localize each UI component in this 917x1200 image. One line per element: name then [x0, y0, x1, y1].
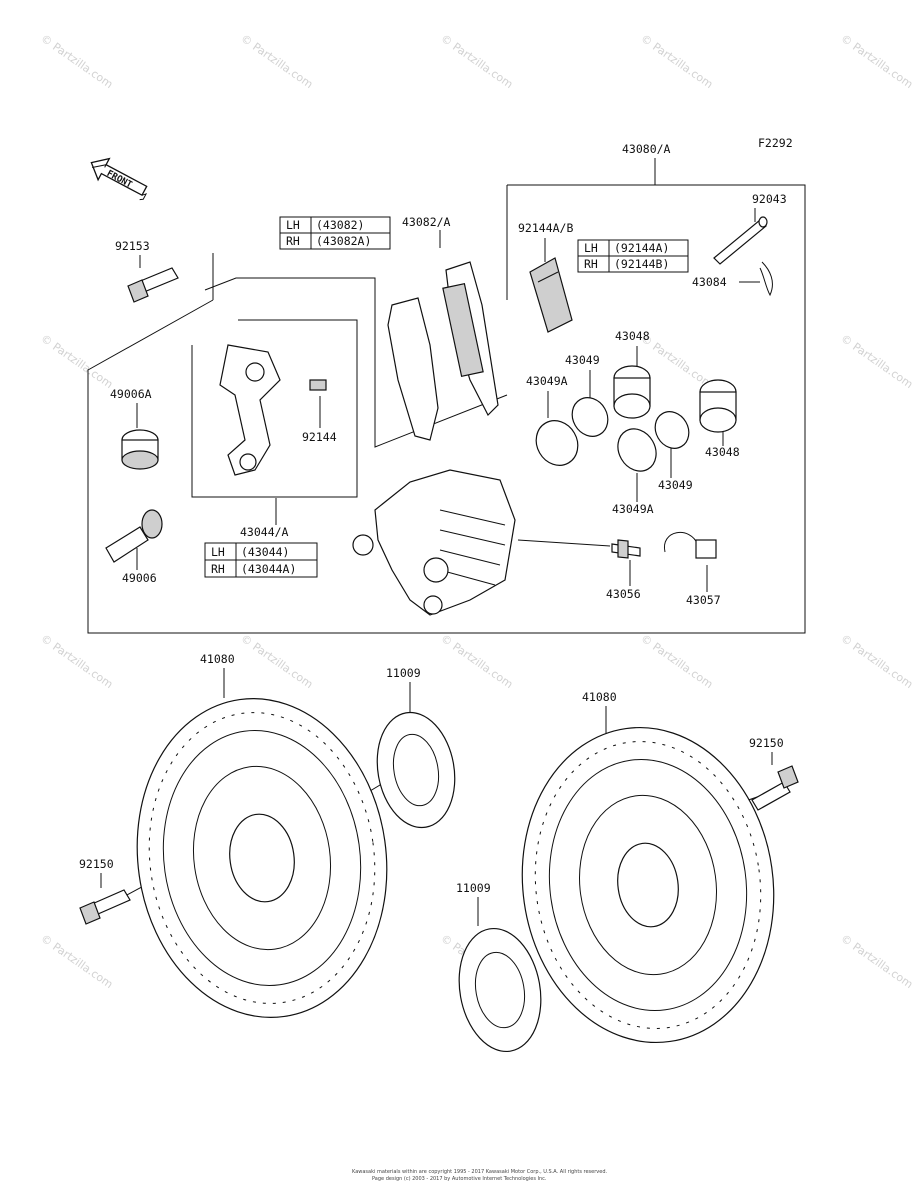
part-number-43084[interactable]: 43084 — [692, 275, 727, 289]
part-number-11009[interactable]: 11009 — [456, 881, 491, 895]
part-number-43082A[interactable]: 43082/A — [402, 215, 451, 229]
watermark: © Partzilla.com — [838, 932, 915, 991]
table-side-lh: LH — [286, 218, 300, 232]
brake-disc-41080-right-icon — [521, 726, 775, 1044]
part-number-49006A[interactable]: 49006A — [110, 387, 152, 401]
bolt-92153-icon — [127, 267, 179, 303]
copyright-notice-secondary: Page design (c) 2003 - 2017 by Automotiv… — [372, 1176, 547, 1182]
part-number-43049A[interactable]: 43049A — [612, 502, 654, 516]
table-part-lh: (92144A) — [614, 241, 669, 255]
shim-11009-upper-icon — [376, 711, 456, 829]
part-number-43057[interactable]: 43057 — [686, 593, 721, 607]
watermark: © Partzilla.com — [638, 32, 715, 91]
part-number-43049[interactable]: 43049 — [565, 353, 600, 367]
table-part-rh: (92144B) — [614, 257, 669, 271]
part-number-92144AB[interactable]: 92144A/B — [518, 221, 573, 235]
part-number-92144[interactable]: 92144 — [302, 430, 337, 444]
watermark: © Partzilla.com — [838, 332, 915, 391]
table-side-lh: LH — [584, 241, 598, 255]
bolt-92150-right-icon — [751, 765, 799, 811]
watermark: © Partzilla.com — [38, 932, 115, 991]
seal-43049-icon — [571, 397, 609, 437]
part-number-43056[interactable]: 43056 — [606, 587, 641, 601]
watermark: © Partzilla.com — [438, 32, 515, 91]
watermark: © Partzilla.com — [238, 632, 315, 691]
table-part-rh: (43044A) — [241, 562, 296, 576]
part-number-43048[interactable]: 43048 — [615, 329, 650, 343]
seal-43049-icon — [654, 411, 690, 449]
part-number-41080[interactable]: 41080 — [200, 652, 235, 666]
part-number-92150[interactable]: 92150 — [749, 736, 784, 750]
part-number-43048[interactable]: 43048 — [705, 445, 740, 459]
table-side-rh: RH — [584, 257, 598, 271]
caliper-bracket-43044-icon — [219, 344, 281, 476]
part-number-43080A[interactable]: 43080/A — [622, 142, 671, 156]
pin-92043-icon — [713, 216, 768, 265]
seal-43049A-icon — [617, 428, 657, 472]
spring-92144-icon — [309, 379, 327, 391]
front-arrow-icon: FRONT — [90, 157, 148, 201]
watermark: © Partzilla.com — [38, 632, 115, 691]
part-number-11009[interactable]: 11009 — [386, 666, 421, 680]
table-side-rh: RH — [286, 234, 300, 248]
part-number-49006[interactable]: 49006 — [122, 571, 157, 585]
part-number-92153[interactable]: 92153 — [115, 239, 150, 253]
shim-11009-lower-icon — [458, 927, 542, 1053]
lh-rh-table-92144: LH (92144A) RH (92144B) — [577, 239, 689, 273]
watermark: © Partzilla.com — [238, 32, 315, 91]
part-number-43044A[interactable]: 43044/A — [240, 525, 289, 539]
table-side-rh: RH — [211, 562, 225, 576]
bleeder-valve-43056-icon — [611, 539, 641, 559]
diagram-code: F2292 — [758, 136, 793, 150]
piston-43048-icon — [699, 379, 737, 433]
piston-43048-icon — [613, 365, 651, 419]
clip-43084-icon — [759, 261, 773, 297]
pin-49006-icon — [105, 509, 163, 563]
watermark: © Partzilla.com — [838, 32, 915, 91]
brake-disc-41080-left-icon — [136, 698, 388, 1018]
spring-92144AB-icon — [529, 257, 573, 333]
watermark: © Partzilla.com — [438, 632, 515, 691]
lh-rh-table-43082: LH (43082) RH (43082A) — [279, 216, 391, 250]
table-part-lh: (43044) — [241, 545, 289, 559]
watermark: © Partzilla.com — [38, 32, 115, 91]
part-number-92150[interactable]: 92150 — [79, 857, 114, 871]
bracket-boundary — [191, 319, 358, 498]
bolt-92150-left-icon — [79, 889, 131, 925]
table-part-rh: (43082A) — [316, 234, 371, 248]
seal-43049A-icon — [535, 420, 579, 466]
table-part-lh: (43082) — [316, 218, 364, 232]
part-number-92043[interactable]: 92043 — [752, 192, 787, 206]
boot-49006A-icon — [121, 429, 159, 470]
brake-pad-43082-icon — [387, 261, 499, 441]
part-number-43049[interactable]: 43049 — [658, 478, 693, 492]
copyright-notice: Kawasaki materials within are copyright … — [352, 1169, 608, 1175]
bleeder-cap-43057-icon — [664, 531, 717, 559]
part-number-41080[interactable]: 41080 — [582, 690, 617, 704]
watermark: © Partzilla.com — [838, 632, 915, 691]
watermark: © Partzilla.com — [638, 632, 715, 691]
caliper-body-icon — [352, 469, 516, 616]
part-number-43049A[interactable]: 43049A — [526, 374, 568, 388]
lh-rh-table-43044: LH (43044) RH (43044A) — [204, 542, 318, 578]
table-side-lh: LH — [211, 545, 225, 559]
caliper-assembly-boundary — [87, 184, 806, 634]
